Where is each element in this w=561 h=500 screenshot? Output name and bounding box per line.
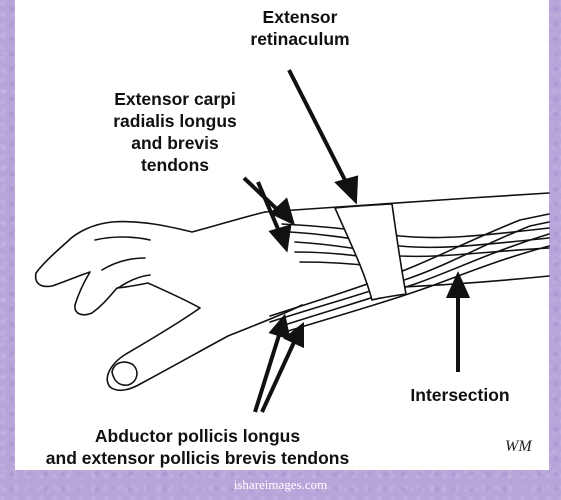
apl-epb-tendon-3 (275, 234, 549, 328)
watermark-credit: ishareimages.com (0, 477, 561, 493)
apl-epb-label: Abductor pollicis longus and extensor po… (0, 425, 395, 469)
ecr-tendons-label: Extensor carpi radialis longus and brevi… (100, 88, 250, 176)
extensor-retinaculum-label: Extensor retinaculum (220, 6, 380, 50)
thumbnail (112, 362, 137, 385)
intersection-label: Intersection (395, 384, 525, 406)
finger-crease-2 (102, 258, 145, 270)
arrow-retinaculum (289, 70, 348, 186)
extensor-retinaculum-band (335, 204, 406, 300)
forearm-upper-edge (265, 193, 549, 212)
apl-epb-tendon-4 (285, 246, 549, 332)
hand-outline (36, 212, 302, 390)
apl-epb-tendon-1 (270, 214, 549, 316)
artist-signature: WM (505, 438, 532, 456)
finger-crease-1 (95, 237, 150, 240)
